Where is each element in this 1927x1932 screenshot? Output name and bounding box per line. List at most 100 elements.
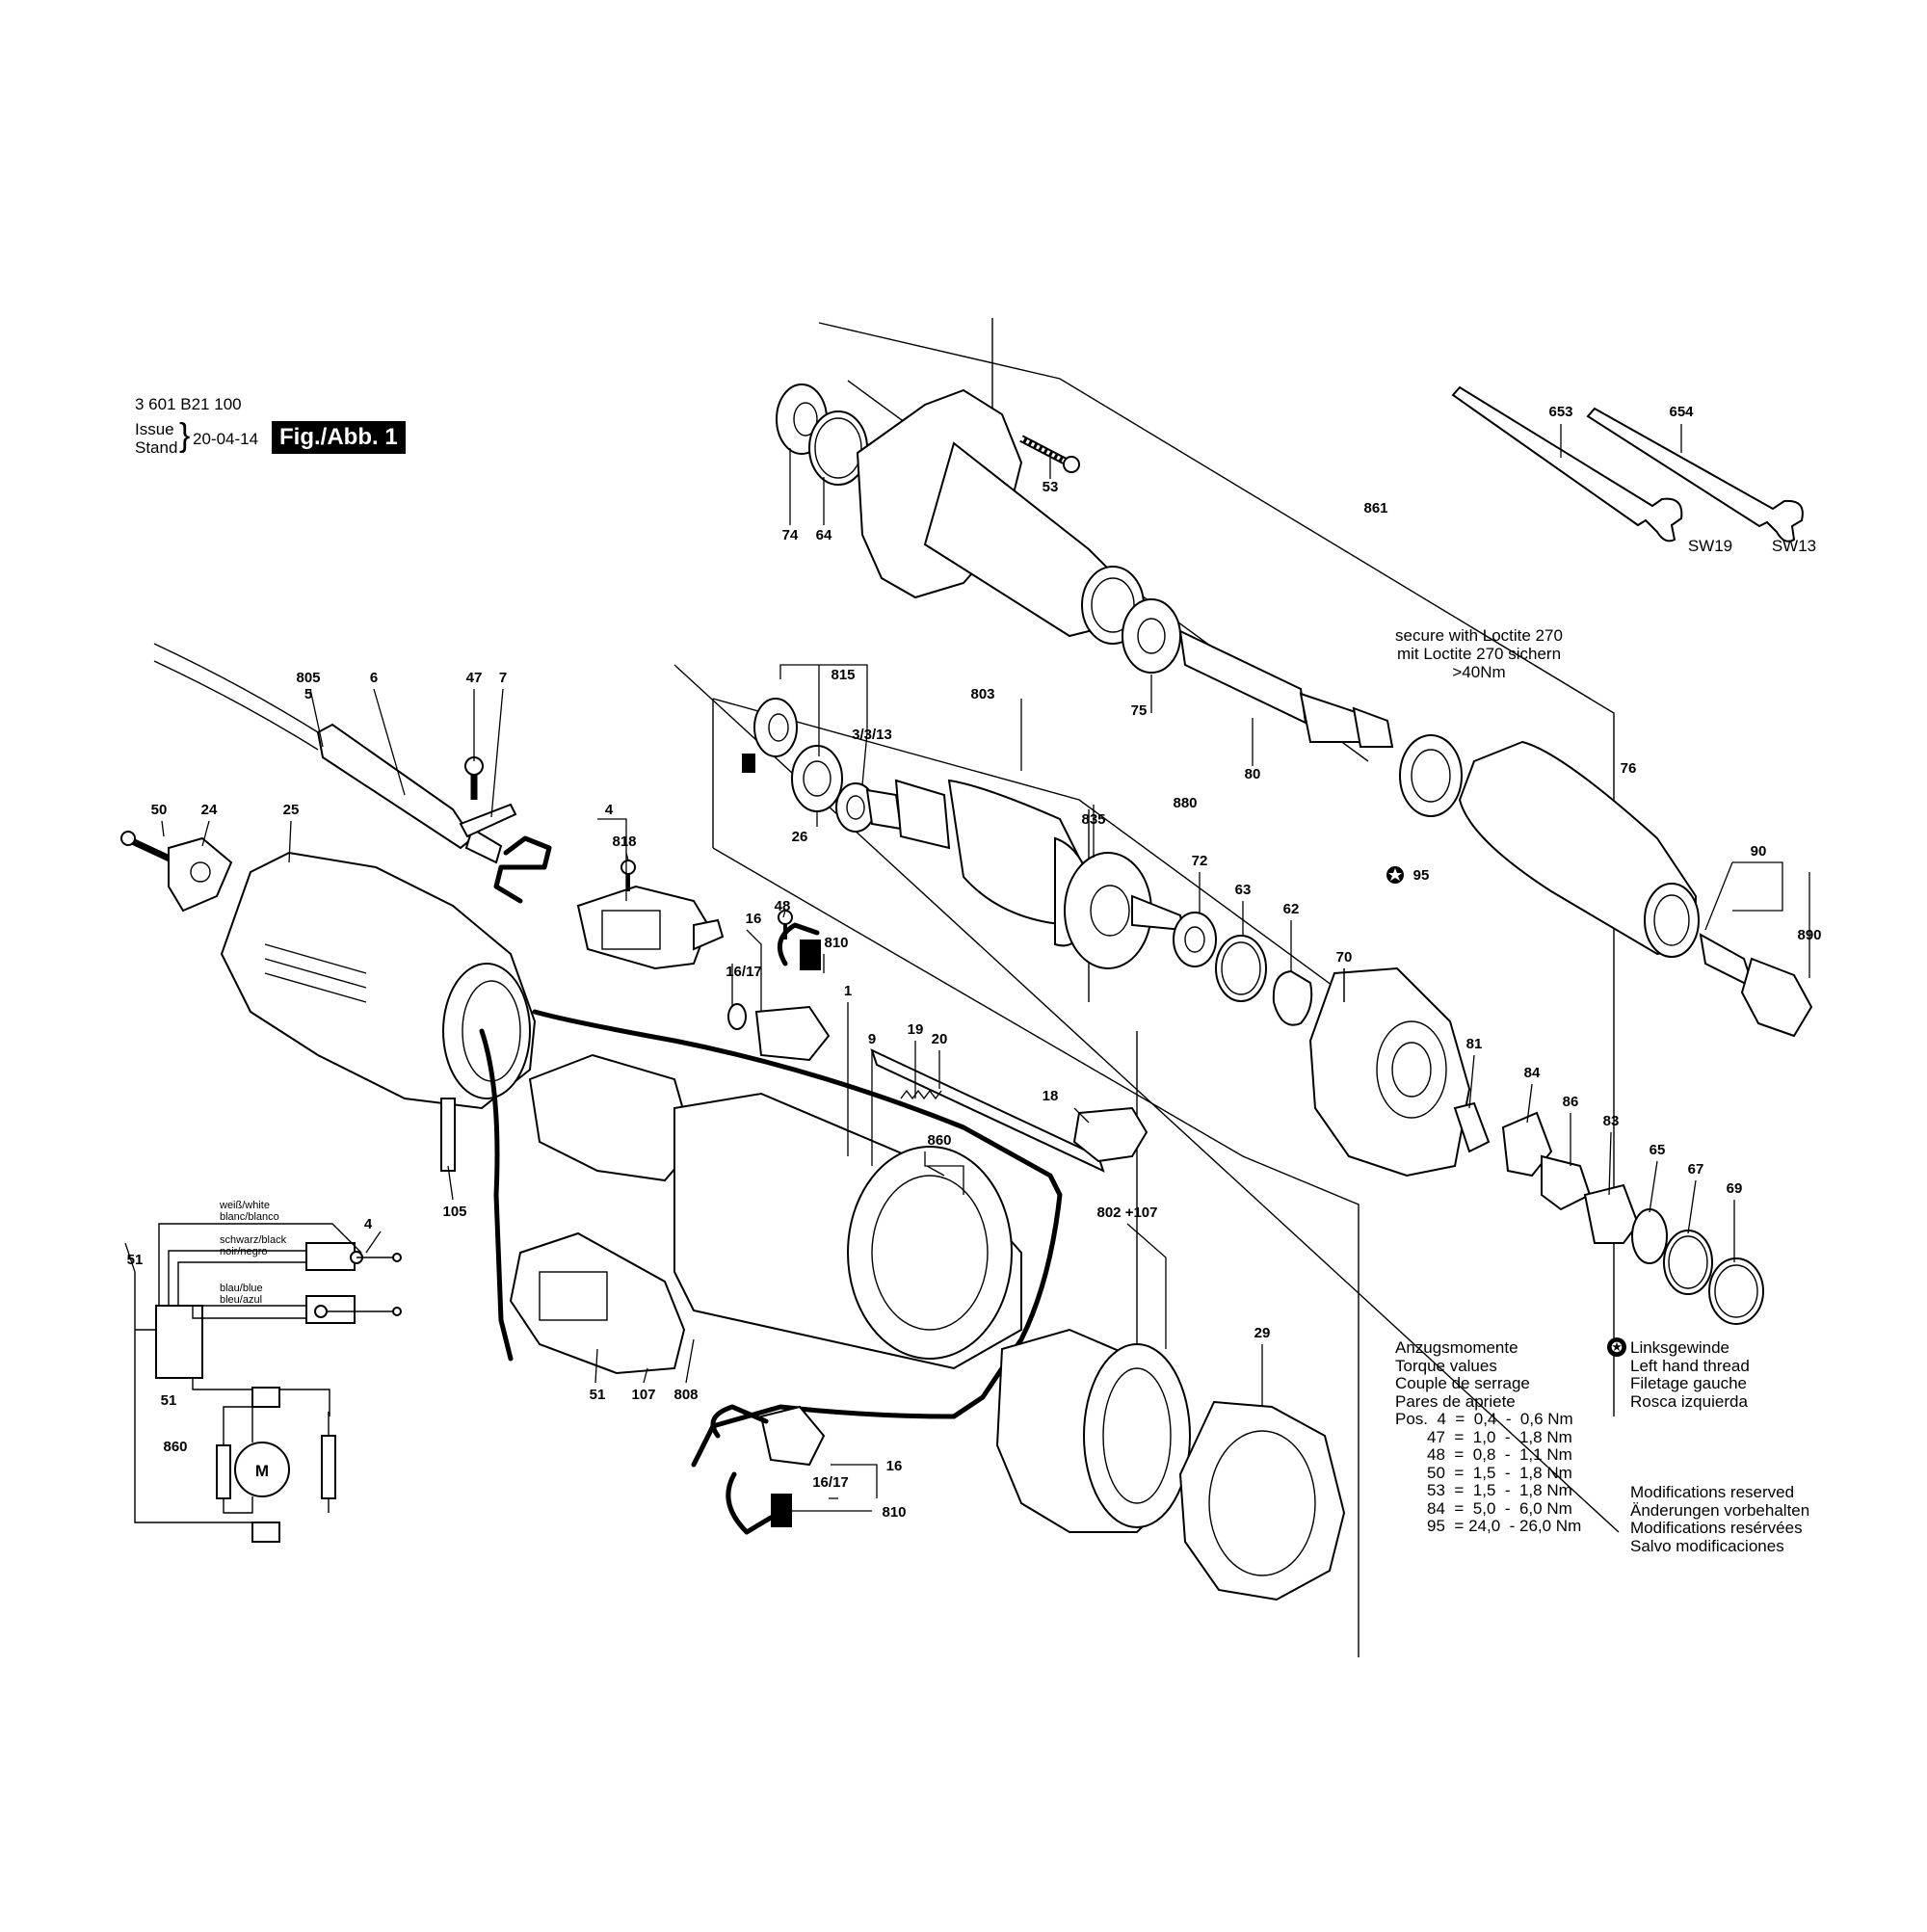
wire-black: schwarz/black <box>220 1234 287 1246</box>
callout-47: 47 <box>466 670 483 686</box>
modifications-panel: Modifications reserved Änderungen vorbeh… <box>1630 1483 1810 1555</box>
callout-75: 75 <box>1131 702 1148 719</box>
callout-808: 808 <box>673 1387 698 1403</box>
torque-heading-de: Anzugsmomente <box>1395 1338 1518 1357</box>
callout-16-lower: 16 <box>886 1458 903 1474</box>
left-hand-thread-symbol-95 <box>1386 866 1404 884</box>
spindle-80 <box>1178 629 1394 748</box>
callout-sw19: SW19 <box>1688 537 1732 555</box>
mods-line-fr: Modifications resérvées <box>1630 1519 1803 1537</box>
wire-black-fr: noir/negro <box>220 1246 268 1257</box>
loctite-note-3: >40Nm <box>1452 663 1505 681</box>
callout-810-lower: 810 <box>882 1504 906 1521</box>
nut-95 <box>1399 734 1463 817</box>
internal-wiring-2 <box>479 1028 514 1362</box>
callout-62: 62 <box>1283 901 1300 917</box>
torque-row: 48 = 0,8 - 1,1 Nm <box>1395 1445 1572 1464</box>
callout-70: 70 <box>1336 949 1353 966</box>
circlip-62 <box>1272 969 1313 1026</box>
circlip-65 <box>1631 1208 1668 1264</box>
collet-890 <box>1699 933 1813 1038</box>
torque-row: 95 = 24,0 - 26,0 Nm <box>1395 1517 1582 1535</box>
torque-heading-es: Pares de apriete <box>1395 1391 1516 1411</box>
figure-label: Fig./Abb. 1 <box>272 421 406 454</box>
ring-63 <box>1215 935 1267 1002</box>
ring-69 <box>1708 1257 1764 1325</box>
bearing-3-3-13 <box>835 782 876 833</box>
torque-panel: Anzugsmomente Torque values Couple de se… <box>1395 1338 1582 1536</box>
callout-51-part: 51 <box>590 1387 606 1403</box>
torque-row: Pos. 4 = 0,4 - 0,6 Nm <box>1395 1410 1573 1428</box>
callout-890: 890 <box>1797 927 1821 943</box>
callout-18: 18 <box>1043 1088 1059 1104</box>
switch-4 <box>576 885 725 970</box>
leader-lines <box>124 424 1810 1512</box>
wire-white: weiß/white <box>219 1200 270 1211</box>
callout-24: 24 <box>201 802 218 818</box>
brush-holder-top <box>727 922 831 1062</box>
thread-line-es: Rosca izquierda <box>1630 1391 1748 1411</box>
callout-51-schematic: 51 <box>127 1252 144 1268</box>
torque-row: 50 = 1,5 - 1,8 Nm <box>1395 1463 1572 1482</box>
callout-4-schematic: 4 <box>364 1216 373 1232</box>
thread-line-de: Linksgewinde <box>1630 1338 1730 1357</box>
callout-818: 818 <box>612 834 636 850</box>
ring-67 <box>1663 1230 1713 1295</box>
callout-84: 84 <box>1524 1065 1541 1081</box>
screw-47 <box>464 756 484 800</box>
callout-835: 835 <box>1081 811 1105 828</box>
loctite-note-1: secure with Loctite 270 <box>1395 626 1563 645</box>
screw-50 <box>120 831 173 863</box>
internal-wiring <box>532 1009 1063 1468</box>
thread-line-fr: Filetage gauche <box>1630 1374 1747 1392</box>
issue-date: 20-04-14 <box>193 430 259 448</box>
callout-labels: 653 654 SW19 SW13 861 53 74 64 secure wi… <box>127 404 1822 1521</box>
callout-64: 64 <box>816 527 832 543</box>
mods-line-es: Salvo modificaciones <box>1630 1536 1784 1555</box>
callout-51-box: 51 <box>161 1392 177 1409</box>
callout-654: 654 <box>1669 404 1694 420</box>
motor-housing-1 <box>528 1053 1022 1370</box>
callout-815: 815 <box>831 667 855 683</box>
callout-107: 107 <box>631 1387 655 1403</box>
callout-sw13: SW13 <box>1772 537 1816 555</box>
rear-housing-25 <box>220 851 537 1110</box>
part-number: 3 601 B21 100 <box>135 395 242 413</box>
callout-80: 80 <box>1245 766 1261 782</box>
callout-7: 7 <box>499 670 507 686</box>
callout-880: 880 <box>1173 795 1197 811</box>
callout-65: 65 <box>1650 1142 1666 1158</box>
callout-67: 67 <box>1688 1161 1704 1178</box>
callout-63: 63 <box>1235 882 1252 898</box>
mods-line-de: Änderungen vorbehalten <box>1630 1500 1810 1520</box>
armature <box>865 779 1185 969</box>
callout-19: 19 <box>908 1021 924 1038</box>
callout-5: 5 <box>304 686 312 702</box>
torque-row: 53 = 1,5 - 1,8 Nm <box>1395 1481 1572 1499</box>
callout-81: 81 <box>1466 1036 1483 1052</box>
ring-26 <box>791 745 843 812</box>
spring-19 <box>900 1089 942 1100</box>
spindle-housing-76 <box>1458 740 1700 958</box>
stand-label: Stand <box>135 438 178 457</box>
callout-95: 95 <box>1413 867 1430 884</box>
callout-16-17-top: 16/17 <box>726 964 762 980</box>
callout-83: 83 <box>1603 1113 1620 1129</box>
motor-symbol: M <box>255 1462 269 1480</box>
callout-29: 29 <box>1254 1325 1271 1341</box>
bearing-815 <box>753 698 798 757</box>
callout-90: 90 <box>1751 843 1767 860</box>
header-brace: } <box>179 417 191 454</box>
wrench-653 <box>1451 385 1683 543</box>
wire-blue: blau/blue <box>220 1283 263 1294</box>
callout-860-top: 860 <box>927 1132 951 1149</box>
brush-holder-lower <box>710 1404 826 1535</box>
callout-69: 69 <box>1727 1180 1743 1197</box>
callout-653: 653 <box>1548 404 1572 420</box>
part-83 <box>1583 1183 1640 1244</box>
thread-line-en: Left hand thread <box>1630 1356 1750 1375</box>
torque-row: 47 = 1,0 - 1,8 Nm <box>1395 1427 1572 1446</box>
wiring-schematic: M weiß/white blanc/blanco schwarz/black … <box>134 1200 402 1543</box>
callout-1: 1 <box>844 983 852 999</box>
